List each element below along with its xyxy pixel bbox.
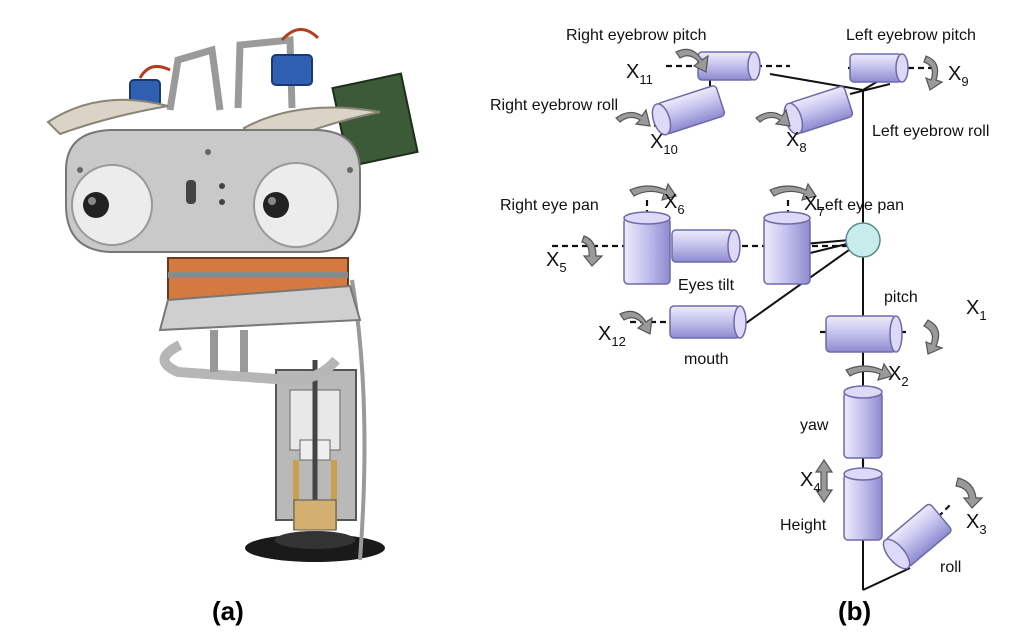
label-left-eye-pan: Left eye pan xyxy=(816,197,904,214)
label-yaw: yaw xyxy=(800,417,829,434)
axis-label-x7: X7 xyxy=(804,193,825,219)
rotate-arrow-icon xyxy=(923,55,944,91)
label-roll: roll xyxy=(940,559,961,576)
pitch-joint xyxy=(825,315,903,353)
height-joint xyxy=(843,467,883,541)
axis-label-x11: X11 xyxy=(626,61,653,87)
rotate-arrow-icon xyxy=(955,477,984,509)
mouth-joint xyxy=(669,305,747,339)
top-frame xyxy=(129,28,419,168)
label-left-eyebrow-pitch: Left eyebrow pitch xyxy=(846,27,976,44)
rotate-arrow-icon xyxy=(769,182,817,201)
jaw xyxy=(158,257,362,386)
axis-label-x9: X9 xyxy=(948,63,969,89)
rotate-arrow-icon xyxy=(629,182,677,201)
axis-label-x10: X10 xyxy=(650,131,678,157)
label-right-eyebrow-roll: Right eyebrow roll xyxy=(490,97,618,114)
roll-joint xyxy=(882,503,952,570)
rotate-arrow-icon xyxy=(615,108,651,127)
right-eyebrow-roll-joint xyxy=(651,85,726,136)
label-right-eyebrow-pitch: Right eyebrow pitch xyxy=(566,27,707,44)
axis-label-x4: X4 xyxy=(800,469,821,495)
rotate-arrow-icon xyxy=(755,108,791,127)
neck-column xyxy=(245,279,385,562)
axis-label-x6: X6 xyxy=(664,191,685,217)
rotation-arrows xyxy=(581,48,984,509)
rotate-arrow-icon xyxy=(619,310,653,335)
axis-label-x1: X1 xyxy=(966,297,987,323)
right-eye xyxy=(71,164,153,246)
label-height: Height xyxy=(780,517,827,534)
left-eye xyxy=(253,162,339,248)
axis-label-x2: X2 xyxy=(888,363,909,389)
rotate-arrow-icon xyxy=(675,48,709,73)
axis-label-x8: X8 xyxy=(786,129,807,155)
label-right-eye-pan: Right eye pan xyxy=(500,197,599,214)
rotate-arrow-icon xyxy=(581,235,604,267)
eyes-tilt-joint xyxy=(671,229,741,263)
kinematic-diagram: Right eyebrow pitch Left eyebrow pitch R… xyxy=(490,27,989,591)
robot-head-photo xyxy=(46,28,419,562)
axis-label-x5: X5 xyxy=(546,249,567,275)
rotate-arrow-icon xyxy=(923,319,944,355)
right-eye-pan-joint xyxy=(623,211,671,285)
caption-a: (a) xyxy=(212,596,244,626)
translate-arrow-icon xyxy=(814,458,834,504)
label-pitch: pitch xyxy=(884,289,918,306)
label-mouth: mouth xyxy=(684,351,728,368)
rotate-arrow-icon xyxy=(845,362,893,381)
label-eyes-tilt: Eyes tilt xyxy=(678,277,735,294)
right-eyebrow xyxy=(46,98,169,136)
left-eye-pan-joint xyxy=(763,211,811,285)
axis-label-x12: X12 xyxy=(598,323,626,349)
label-left-eyebrow-roll: Left eyebrow roll xyxy=(872,123,989,140)
left-eyebrow-pitch-joint xyxy=(849,53,909,83)
neck-ball-joint xyxy=(845,222,881,258)
caption-b: (b) xyxy=(838,596,872,626)
axis-label-x3: X3 xyxy=(966,511,987,537)
yaw-joint xyxy=(843,385,883,459)
